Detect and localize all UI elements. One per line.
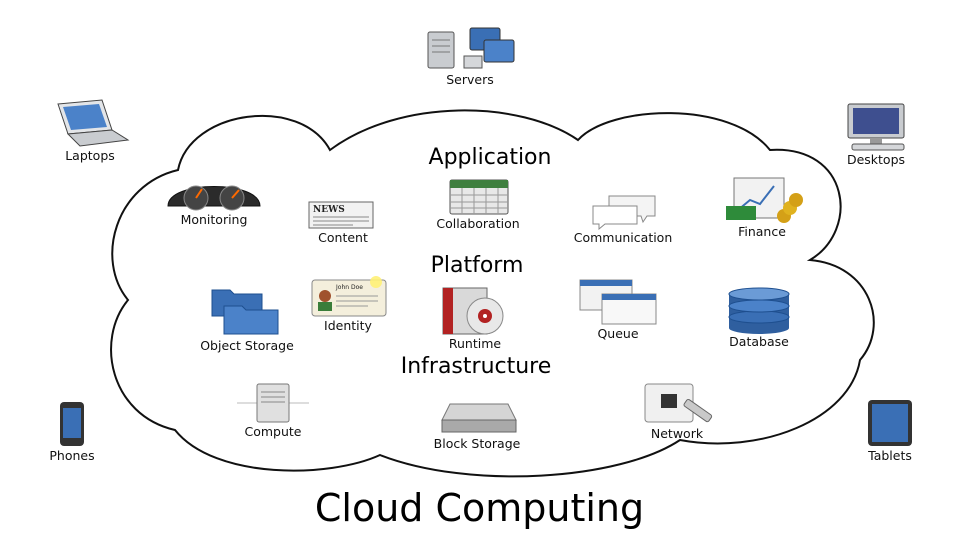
- tablets-label: Tablets: [868, 448, 912, 463]
- queue-windows-icon: [579, 279, 657, 325]
- layer-title-application: Application: [428, 145, 552, 170]
- communication-node: Communication: [555, 192, 691, 245]
- finance-label: Finance: [738, 224, 786, 239]
- desktops-node: Desktops: [826, 100, 926, 167]
- monitoring-node: Monitoring: [164, 176, 264, 227]
- desktop-icon: [847, 103, 905, 151]
- phones-label: Phones: [49, 448, 95, 463]
- laptops-label: Laptops: [65, 148, 115, 163]
- network-label: Network: [650, 426, 704, 441]
- calendar-icon: [449, 179, 509, 215]
- runtime-disc-icon: [442, 287, 504, 335]
- id-card-name: John Doe: [335, 284, 363, 291]
- runtime-node: Runtime: [425, 286, 525, 351]
- queue-node: Queue: [568, 278, 668, 341]
- servers-icon: [427, 27, 515, 69]
- finance-node: Finance: [712, 176, 812, 239]
- finance-chart-icon: [726, 177, 803, 223]
- collaboration-node: Collaboration: [418, 176, 538, 231]
- database-node: Database: [709, 286, 809, 349]
- content-label: Content: [318, 230, 368, 245]
- identity-label: Identity: [324, 318, 372, 333]
- compute-label: Compute: [244, 424, 302, 439]
- phones-node: Phones: [22, 400, 122, 463]
- gauge-icon: [167, 185, 261, 211]
- chat-bubbles-icon: [592, 195, 656, 230]
- tablets-node: Tablets: [840, 398, 940, 463]
- laptop-icon: [57, 99, 130, 147]
- tablet-icon: [868, 400, 912, 446]
- network-node: Network: [627, 380, 727, 441]
- communication-label: Communication: [573, 230, 673, 245]
- phone-icon: [60, 402, 84, 446]
- block-storage-label: Block Storage: [433, 436, 521, 451]
- desktops-label: Desktops: [846, 152, 906, 167]
- hard-drive-icon: [441, 403, 517, 433]
- runtime-label: Runtime: [448, 336, 502, 351]
- compute-server-icon: [237, 383, 309, 423]
- compute-node: Compute: [223, 382, 323, 439]
- folders-icon: [211, 289, 279, 335]
- laptops-node: Laptops: [40, 96, 140, 163]
- object-storage-node: Object Storage: [182, 286, 312, 353]
- queue-label: Queue: [597, 326, 639, 341]
- layer-title-platform: Platform: [430, 253, 524, 278]
- diagram-title: Cloud Computing: [314, 486, 645, 530]
- servers-node: Servers: [420, 26, 520, 87]
- identity-node: John Doe Identity: [298, 276, 398, 333]
- id-card-icon: John Doe: [311, 276, 387, 317]
- layer-title-infrastructure: Infrastructure: [400, 354, 552, 379]
- object-storage-label: Object Storage: [200, 338, 294, 353]
- servers-label: Servers: [446, 72, 494, 87]
- news-text: NEWS: [313, 205, 345, 215]
- database-label: Database: [729, 334, 789, 349]
- newspaper-icon: NEWS: [308, 201, 374, 229]
- monitoring-label: Monitoring: [180, 212, 248, 227]
- network-port-icon: [644, 383, 713, 423]
- database-icon: [728, 287, 790, 334]
- collaboration-label: Collaboration: [436, 216, 520, 231]
- content-node: NEWS Content: [293, 198, 393, 245]
- block-storage-node: Block Storage: [412, 398, 542, 451]
